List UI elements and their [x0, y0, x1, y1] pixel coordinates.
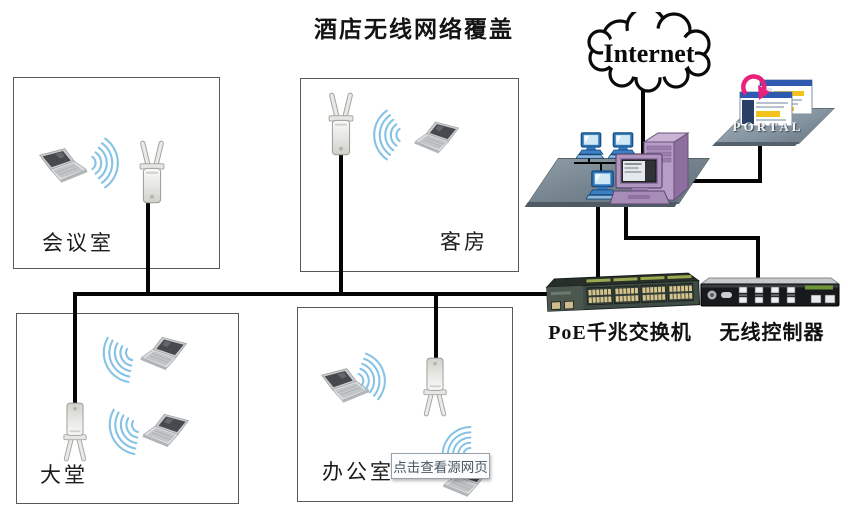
portal-cable-h [684, 179, 762, 183]
room-label-office: 办公室 [322, 460, 394, 484]
lan-to-controller-cable-h [624, 236, 760, 240]
access-point-icon [415, 355, 455, 417]
wireless-controller-label: 无线控制器 [719, 322, 825, 344]
platform-lan-link [574, 162, 638, 164]
room-box-guest [300, 78, 519, 272]
room-label-guest: 客房 [440, 230, 488, 254]
access-point-icon [321, 92, 361, 158]
lan-to-controller-cable-v1 [624, 198, 628, 240]
lan-to-switch-cable [596, 196, 600, 282]
platform-lan-stub-1 [588, 156, 590, 164]
conference-ap-cable [146, 200, 150, 295]
portal-cable-v [758, 138, 762, 183]
workstation-icon [576, 132, 605, 159]
view-source-tooltip-button[interactable]: 点击查看源网页 [391, 453, 490, 479]
office-ap-cable [434, 292, 438, 365]
lobby-ap-cable [73, 292, 77, 412]
portal-label: PORTAL [732, 119, 804, 134]
backbone-bus-cable [73, 292, 552, 296]
platform-lan-stub-3 [600, 162, 602, 174]
room-box-office [297, 307, 513, 502]
wireless-controller-icon [699, 277, 841, 307]
room-box-lobby [16, 313, 239, 504]
access-point-icon [55, 400, 95, 462]
server-icon [610, 132, 690, 205]
guest-ap-cable [339, 146, 343, 295]
room-label-lobby: 大堂 [40, 463, 88, 487]
portal-platform-edge [712, 142, 799, 146]
internet-uplink-cable [641, 88, 645, 160]
room-box-conference [13, 77, 220, 269]
poe-switch-icon [545, 272, 701, 312]
page-title: 酒店无线网络覆盖 [314, 17, 514, 42]
poe-switch-label: PoE千兆交换机 [548, 322, 692, 344]
laptop-icon [39, 148, 88, 184]
wifi-signal-icon [91, 137, 119, 189]
internet-label: Internet [604, 39, 695, 68]
lan-to-controller-cable-v2 [756, 236, 760, 284]
wifi-signal-icon [373, 109, 401, 161]
laptop-icon [413, 121, 459, 154]
access-point-icon [132, 140, 172, 206]
internet-cloud-icon: Internet [587, 12, 711, 93]
room-label-conference: 会议室 [42, 231, 114, 255]
portal-servers-icon [739, 74, 813, 127]
